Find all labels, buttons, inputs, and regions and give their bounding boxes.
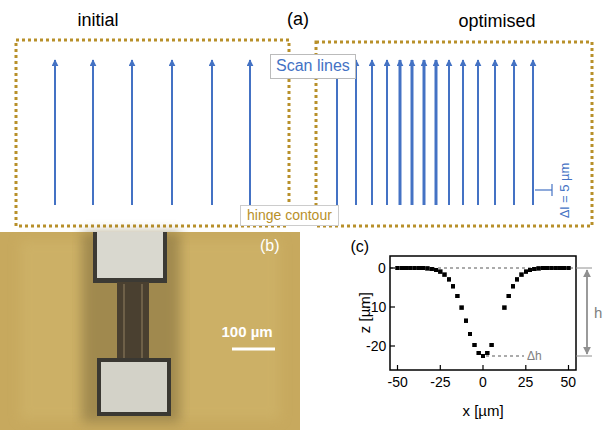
scale-bar bbox=[232, 348, 275, 351]
tick-label: 0 bbox=[479, 374, 487, 390]
tick-label: 25 bbox=[518, 374, 534, 390]
panel-letter: (b) bbox=[260, 237, 280, 255]
dashed-frame bbox=[16, 40, 289, 226]
tick-label: -20 bbox=[366, 338, 386, 354]
box-text: Scan lines bbox=[276, 57, 350, 75]
dashed-frame bbox=[316, 42, 592, 226]
micrograph bbox=[0, 232, 300, 430]
tick-label: 50 bbox=[561, 374, 577, 390]
spacing-marker bbox=[535, 184, 552, 196]
scan-lines-optimised bbox=[337, 60, 533, 205]
scan-lines-box: Scan lines bbox=[270, 54, 356, 79]
spacing-label: Δl = 5 µm bbox=[558, 162, 573, 218]
tick-label: 0 bbox=[378, 260, 386, 276]
dimension-label: Δh bbox=[527, 350, 542, 364]
profile-plot bbox=[390, 256, 592, 370]
dimension-label: h bbox=[594, 304, 602, 321]
panel-title: initial bbox=[78, 10, 119, 31]
panel-letter: (a) bbox=[287, 9, 309, 30]
tick-label: -10 bbox=[366, 299, 386, 315]
panel-letter: (c) bbox=[351, 238, 370, 256]
hinge-contour-box: hinge contour bbox=[240, 205, 339, 226]
axis-title: x [µm] bbox=[463, 402, 504, 419]
tick-label: -50 bbox=[388, 374, 408, 390]
panel-title: optimised bbox=[459, 11, 536, 32]
tick-label: -25 bbox=[430, 374, 450, 390]
scan-lines-initial bbox=[55, 60, 250, 205]
scale-label: 100 µm bbox=[222, 323, 273, 340]
box-text: hinge contour bbox=[247, 207, 332, 223]
